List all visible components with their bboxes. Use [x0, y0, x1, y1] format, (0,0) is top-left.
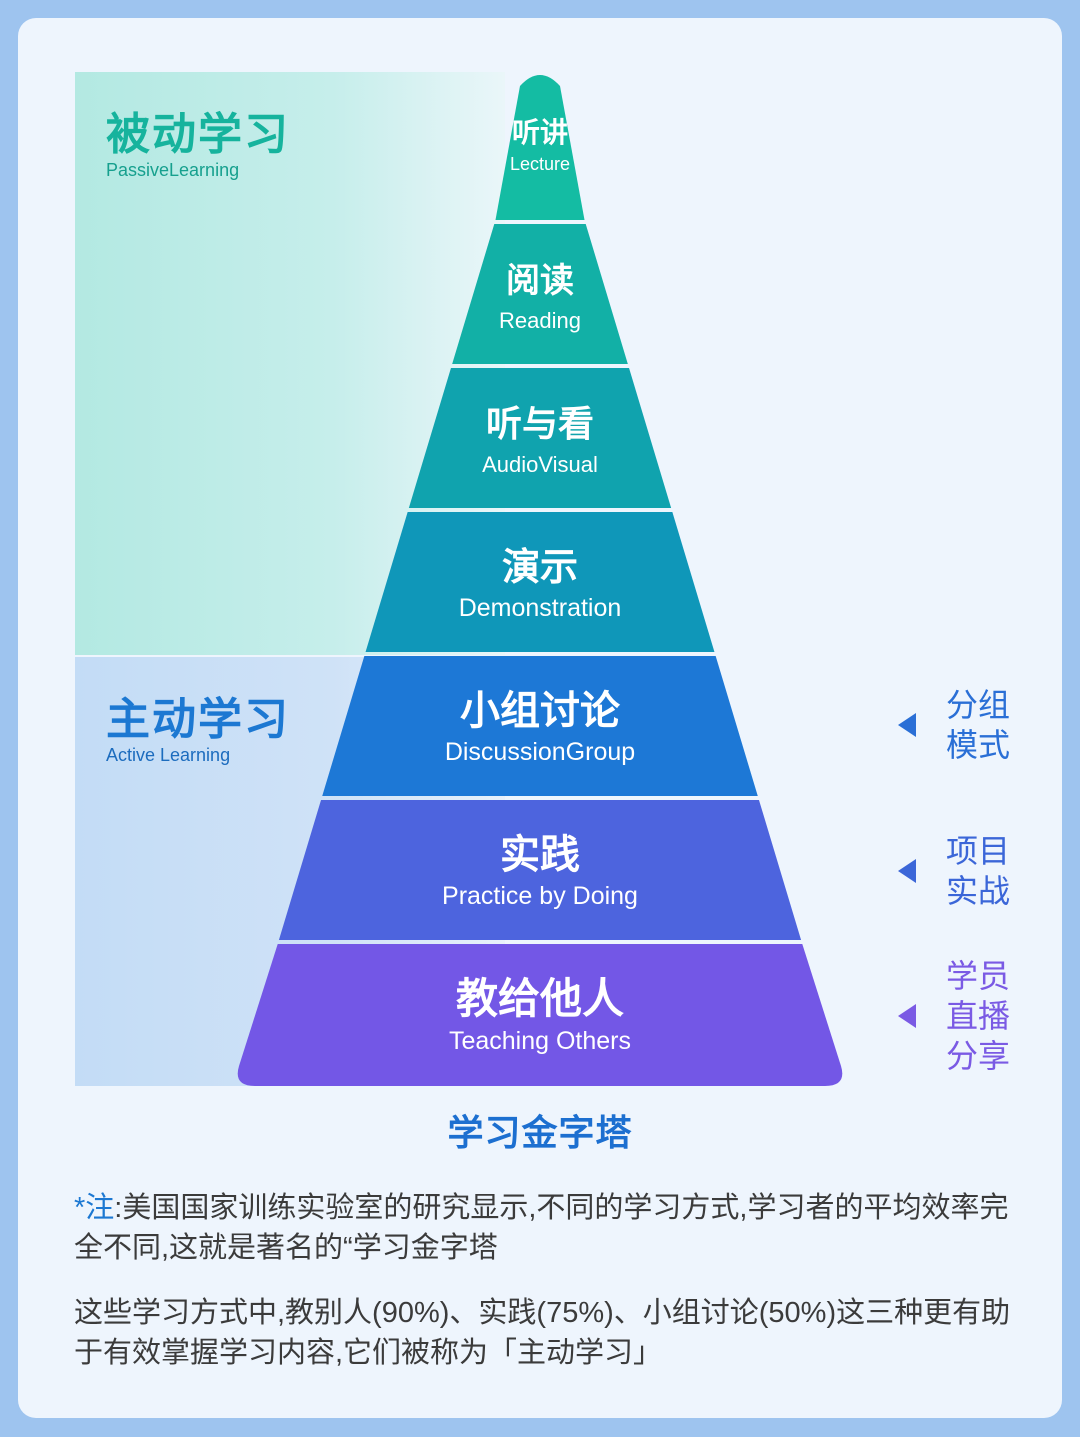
note-marker: *注 [74, 1192, 115, 1224]
pyramid-level-label-en: Practice by Doing [442, 882, 638, 910]
active-learning-title: 主动学习 [106, 695, 290, 744]
pyramid-level-label-en: DiscussionGroup [445, 738, 635, 766]
pyramid-level-label-en: Reading [499, 308, 581, 333]
learning-pyramid: 听讲 Lecture 阅读 Reading 听与看 AudioVisual 演示 Demons… [237, 75, 843, 1086]
active-learning-subtitle: Active Learning [106, 745, 231, 765]
pyramid-level-label-cn: 阅读 [506, 262, 574, 300]
pyramid-level [495, 75, 585, 220]
side-label-live-share: 学员 直播 分享 [898, 956, 1016, 1076]
note-text: :美国国家训练实验室的研究显示,不同的学习方式,学习者的平均效率完全不同,这就是… [74, 1192, 1009, 1264]
pyramid-level [408, 368, 672, 508]
pyramid-level-label-cn: 实践 [500, 833, 580, 877]
side-label-line: 项目 [946, 833, 1011, 869]
side-label-text: 学员 直播 分享 [946, 956, 1016, 1076]
pyramid-level [365, 512, 715, 652]
passive-learning-subtitle: PassiveLearning [106, 160, 240, 180]
side-label-line: 实战 [946, 873, 1011, 909]
pyramid-level [322, 656, 758, 796]
pyramid-level-label-en: Teaching Others [449, 1027, 631, 1055]
pyramid-level-label-en: Lecture [510, 154, 570, 174]
side-label-text: 项目 实战 [946, 831, 1016, 911]
pyramid-caption: 学习金字塔 [447, 1112, 633, 1153]
side-label-project: 项目 实战 [898, 831, 1016, 911]
pyramid-level-label-cn: 教给他人 [456, 975, 624, 1022]
triangle-left-icon [898, 713, 916, 737]
pyramid-level-label-cn: 演示 [502, 547, 578, 589]
side-label-line: 模式 [946, 727, 1011, 763]
note-paragraph-2: 这些学习方式中,教别人(90%)、实践(75%)、小组讨论(50%)这三种更有助… [74, 1297, 1011, 1369]
pyramid-level-label-en: Demonstration [459, 594, 622, 622]
triangle-left-icon [898, 859, 916, 883]
side-label-line: 分享 [946, 1038, 1011, 1074]
side-label-line: 分组 [946, 687, 1011, 723]
pyramid-level [452, 224, 628, 364]
side-label-group-mode: 分组 模式 [898, 685, 1016, 765]
pyramid-level [278, 800, 802, 940]
passive-learning-title: 被动学习 [106, 110, 290, 159]
note-paragraph-1: *注:美国国家训练实验室的研究显示,不同的学习方式,学习者的平均效率完全不同,这… [74, 1188, 1034, 1268]
side-label-line: 学员 [946, 958, 1011, 994]
pyramid-level [237, 944, 843, 1086]
triangle-left-icon [898, 1004, 916, 1028]
side-label-line: 直播 [946, 998, 1011, 1034]
pyramid-level-label-en: AudioVisual [482, 452, 598, 477]
pyramid-level-label-cn: 小组讨论 [460, 689, 621, 733]
pyramid-level-label-cn: 听与看 [486, 403, 594, 444]
side-label-text: 分组 模式 [946, 685, 1016, 765]
pyramid-level-label-cn: 听讲 [512, 117, 568, 148]
